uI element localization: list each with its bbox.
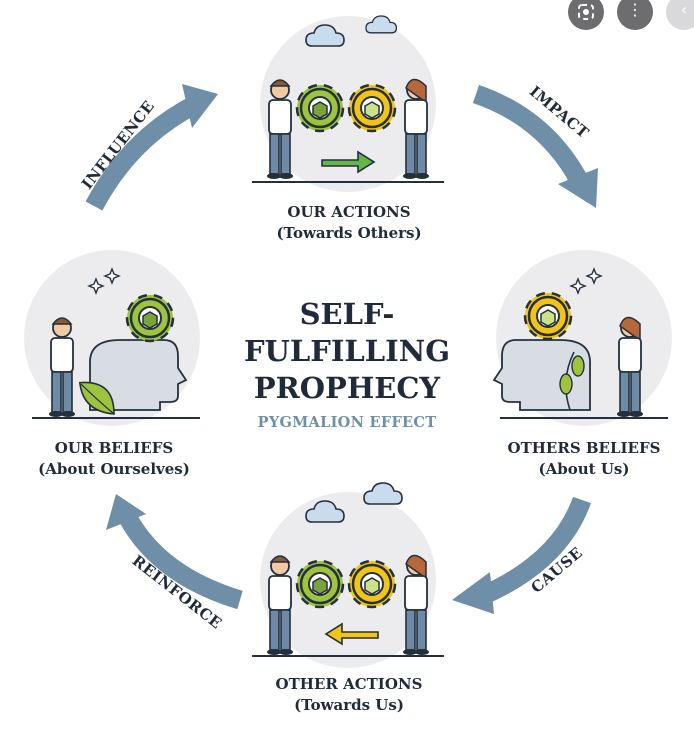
arrow-reinforce [106, 494, 243, 610]
diagram-title: SELF- FULFILLING PROPHECY [222, 296, 472, 407]
more-vertical-icon[interactable]: ⋮ [617, 0, 653, 30]
arrow-influence [85, 84, 218, 211]
node-other-actions: OTHER ACTIONS (Towards Us) [249, 674, 449, 716]
node-our-beliefs-title: OUR BELIEFS [54, 439, 174, 457]
illustration-our-actions [252, 15, 444, 192]
arrow-cause [452, 496, 591, 614]
lens-icon[interactable] [568, 0, 604, 30]
node-others-beliefs-title: OTHERS BELIEFS [507, 439, 661, 457]
node-other-actions-subtitle: (Towards Us) [294, 696, 404, 714]
arrow-left-icon [324, 622, 379, 646]
illustration-other-actions [252, 482, 444, 668]
node-our-beliefs: OUR BELIEFS (About Ourselves) [14, 438, 214, 480]
title-line-3: PROPHECY [253, 371, 441, 405]
illustration-others-beliefs [493, 250, 672, 426]
node-our-beliefs-subtitle: (About Ourselves) [38, 460, 190, 478]
illustration-our-beliefs [24, 250, 200, 426]
node-our-actions-title: OUR ACTIONS [287, 203, 411, 221]
node-others-beliefs: OTHERS BELIEFS (About Us) [484, 438, 684, 480]
arrow-right-icon [321, 150, 376, 174]
node-other-actions-title: OTHER ACTIONS [275, 675, 423, 693]
chevron-left-icon[interactable]: ‹ [666, 0, 694, 30]
title-line-2: FULFILLING [243, 334, 451, 368]
arrow-impact [472, 85, 598, 208]
diagram-subtitle: PYGMALION EFFECT [257, 414, 437, 431]
title-line-1: SELF- [299, 297, 395, 331]
node-our-actions: OUR ACTIONS (Towards Others) [249, 202, 449, 244]
node-others-beliefs-subtitle: (About Us) [538, 460, 630, 478]
node-our-actions-subtitle: (Towards Others) [276, 224, 422, 242]
